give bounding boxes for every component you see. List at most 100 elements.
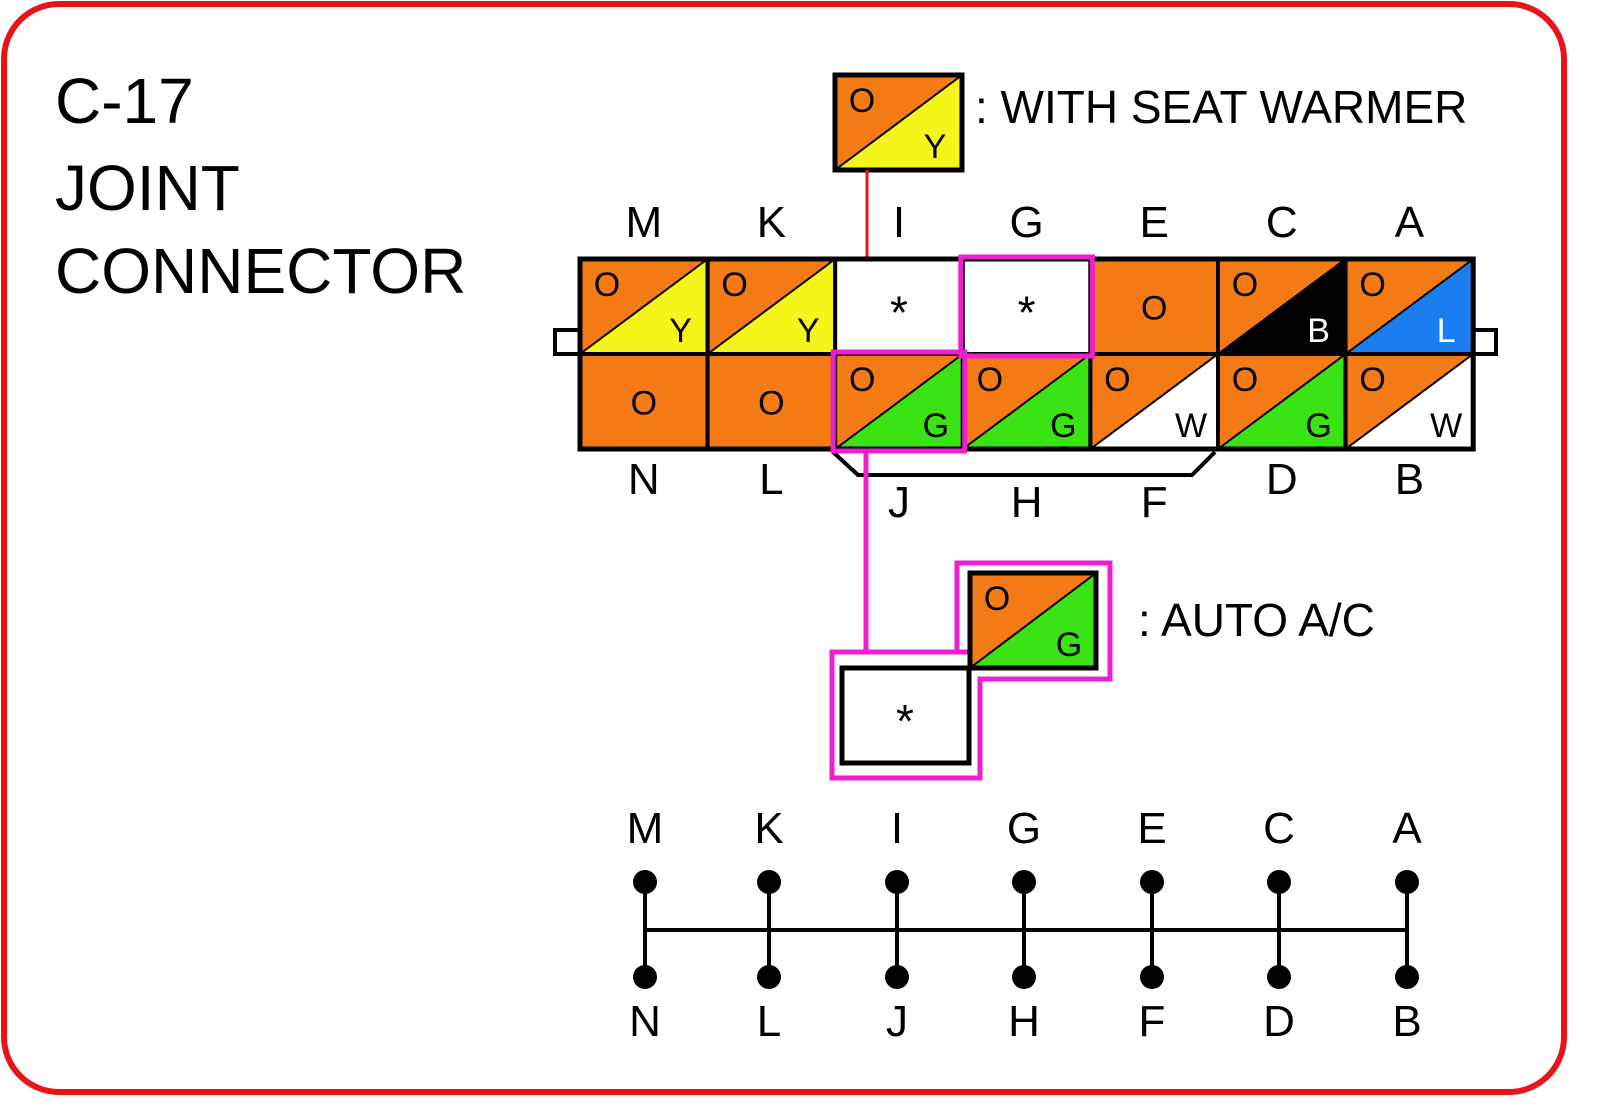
schematic-top-label: E (1137, 804, 1166, 853)
stripe-color-code: Y (669, 312, 692, 350)
pin-cell-f: OW (1088, 352, 1221, 451)
connector-code: C-17 (55, 65, 194, 137)
pin-node-bottom (1140, 965, 1164, 989)
stripe-color-code: W (1430, 407, 1462, 445)
auto-ac-empty-cell: * (839, 665, 972, 766)
cell-diagonal (1217, 353, 1347, 450)
schematic-bottom-label: B (1392, 997, 1421, 1046)
empty-pin-cell (839, 665, 972, 766)
connector-top-label: I (893, 198, 905, 247)
highlight-pin-j (830, 349, 968, 454)
primary-color-code: O (849, 82, 875, 120)
connector-bottom-label: J (888, 478, 910, 527)
connector-bottom-label: F (1141, 478, 1168, 527)
stripe-color-code: Y (797, 312, 820, 350)
stripe-color-code: L (1437, 312, 1456, 350)
cell-diagonal (969, 572, 1097, 669)
pin-cell-a: OL (1343, 257, 1476, 356)
highlight-pin-g (958, 254, 1095, 359)
stripe-color-code: B (1307, 312, 1330, 350)
cell-diagonal (962, 353, 1091, 450)
seat-warmer-legend: OY (832, 72, 965, 299)
pin-cell-seat-warmer: OY (833, 73, 964, 172)
connector-top-label: C (1266, 198, 1298, 247)
title-line-2: CONNECTOR (55, 235, 466, 307)
pin-cell-b: OW (1343, 352, 1476, 451)
pin-node-top (633, 870, 657, 894)
no-wire-symbol: * (1018, 287, 1036, 339)
pin-cell-e: O (1088, 257, 1221, 356)
connector-bottom-label: L (759, 455, 783, 504)
primary-color-code: O (721, 266, 747, 304)
schematic-top-label: I (891, 804, 903, 853)
primary-color-code: O (984, 580, 1010, 618)
schematic-top-label: K (754, 804, 783, 853)
pin-node-top (757, 870, 781, 894)
cell-diagonal (834, 353, 964, 450)
schematic-top-label: C (1263, 804, 1295, 853)
schematic-bottom-label: N (629, 997, 661, 1046)
pin-cell-l: O (705, 352, 838, 451)
left-latch-tab (553, 328, 583, 356)
primary-color-code: O (1232, 361, 1258, 399)
cell-diagonal (834, 74, 963, 171)
primary-color-code: O (1104, 361, 1130, 399)
connector-top-label: E (1140, 198, 1169, 247)
primary-color-code: O (631, 385, 657, 423)
pin-node-top (1012, 870, 1036, 894)
auto-ac-legend-text: : AUTO A/C (1138, 594, 1375, 646)
auto-ac-highlight-outline (829, 560, 1113, 781)
seat-warmer-legend-text: : WITH SEAT WARMER (975, 81, 1467, 133)
pin-cell-i: * (833, 257, 965, 356)
cell-diagonal (1345, 353, 1474, 450)
seat-warmer-legend-outline (832, 72, 965, 173)
cell-diagonal (707, 258, 836, 355)
schematic-bottom-label: L (757, 997, 781, 1046)
cell-diagonal (1345, 258, 1474, 355)
pin-cell-m: OY (578, 257, 710, 356)
stripe-color-code: W (1175, 407, 1207, 445)
no-wire-symbol: * (890, 287, 908, 339)
pin-cell-n: O (578, 352, 710, 451)
connector-top-label: A (1395, 198, 1425, 247)
connector-bottom-label: H (1011, 478, 1043, 527)
connector-bottom-label: B (1395, 455, 1424, 504)
pin-node-bottom (1267, 965, 1291, 989)
cell-diagonal (1217, 258, 1347, 355)
solid-color-cell (578, 352, 710, 451)
primary-color-code: O (977, 361, 1003, 399)
pin-cell-d: OG (1216, 352, 1348, 451)
connector-bottom-label: D (1266, 455, 1298, 504)
schematic-top-label: A (1392, 804, 1422, 853)
pin-node-top (1267, 870, 1291, 894)
schematic-bottom-label: H (1008, 997, 1040, 1046)
schematic-bottom-label: J (886, 997, 908, 1046)
cell-diagonal (579, 258, 709, 355)
stripe-color-code: G (1056, 626, 1082, 664)
pin-node-top (1140, 870, 1164, 894)
schematic-bottom-label: D (1263, 997, 1295, 1046)
schematic-top-label: G (1007, 804, 1041, 853)
pin-cell-j: OG (833, 352, 965, 451)
pin-node-bottom (757, 965, 781, 989)
primary-color-code: O (1232, 266, 1258, 304)
connector-bottom-label: N (628, 455, 660, 504)
pin-node-bottom (885, 965, 909, 989)
stripe-color-code: G (923, 407, 949, 445)
pin-node-top (885, 870, 909, 894)
pin-cell-g: * (960, 257, 1093, 356)
connector-top-label: G (1009, 198, 1043, 247)
primary-color-code: O (1359, 361, 1385, 399)
auto-ac-legend: O G * (829, 452, 1113, 781)
connector-top-label: K (757, 198, 786, 247)
stripe-color-code: G (1305, 407, 1331, 445)
primary-color-code: O (1141, 290, 1167, 328)
cell-diagonal (1089, 353, 1219, 450)
stripe-color-code: Y (924, 128, 947, 166)
auto-ac-cell-outline (967, 570, 1099, 671)
pin-node-top (1395, 870, 1419, 894)
primary-color-code: O (594, 266, 620, 304)
pin-cell-k: OY (705, 257, 838, 356)
